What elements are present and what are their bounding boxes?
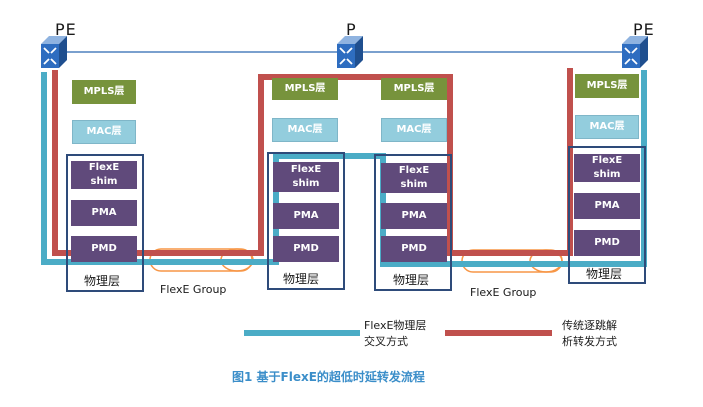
pma-p-left: PMA (273, 203, 339, 229)
pmd-pe-left: PMD (71, 236, 137, 262)
flexe-shim-p-right: FlexE shim (381, 163, 447, 193)
mac-layer-p-left: MAC层 (272, 118, 338, 142)
router-icon (337, 36, 363, 68)
node-label-pe-left: PE (55, 20, 77, 39)
physical-layer-label-p-right: 物理层 (393, 273, 430, 287)
mpls-layer-p-left: MPLS层 (272, 78, 338, 100)
physical-layer-label-pe-left: 物理层 (84, 274, 121, 288)
flexe-shim-label-line1: FlexE (591, 155, 623, 166)
legend-flexe-line1: FlexE物理层 (364, 319, 427, 332)
pma-p-right: PMA (381, 203, 447, 229)
flexe-group-label-right: FlexE Group (470, 286, 537, 299)
physical-layer-frame-pe-right (568, 146, 646, 284)
physical-layer-frame-p-left (267, 152, 345, 290)
pmd-p-right: PMD (381, 236, 447, 262)
pma-pe-right: PMA (574, 193, 640, 219)
node-label-pe-right: PE (633, 20, 655, 39)
flexe-shim-pe-left: FlexE shim (71, 161, 137, 189)
legend-traditional-line1: 传统逐跳解 (562, 319, 617, 332)
mpls-layer-pe-right: MPLS层 (575, 74, 639, 98)
mpls-layer-pe-left: MPLS层 (72, 80, 136, 104)
pmd-p-left: PMD (273, 236, 339, 262)
physical-layer-label-pe-right: 物理层 (586, 267, 623, 281)
mac-layer-pe-left: MAC层 (72, 120, 136, 144)
flexe-shim-label-line1: FlexE (398, 165, 430, 176)
mac-layer-p-right: MAC层 (381, 118, 447, 142)
mpls-layer-p-right: MPLS层 (381, 78, 447, 100)
flexe-shim-label-line1: FlexE (290, 164, 322, 175)
legend-traditional-line2: 析转发方式 (562, 335, 617, 348)
router-icon (41, 36, 67, 68)
mac-layer-pe-right: MAC层 (575, 115, 639, 139)
flexe-group-label-left: FlexE Group (160, 283, 227, 296)
pmd-pe-right: PMD (574, 230, 640, 256)
flexe-cross-path (41, 70, 647, 267)
pma-pe-left: PMA (71, 200, 137, 226)
flexe-shim-label-line2: shim (400, 179, 428, 190)
flexe-shim-label-line2: shim (292, 178, 320, 189)
node-label-p: P (346, 20, 357, 39)
flexe-shim-label-line2: shim (90, 176, 118, 187)
flexe-shim-label-line1: FlexE (88, 162, 120, 173)
legend-flexe-line2: 交叉方式 (364, 335, 408, 348)
flexe-shim-p-left: FlexE shim (273, 162, 339, 192)
legend-flexe-label: FlexE物理层 交叉方式 (364, 318, 426, 350)
physical-layer-label-p-left: 物理层 (283, 272, 320, 286)
flexe-shim-pe-right: FlexE shim (574, 154, 640, 182)
physical-layer-frame-pe-left (66, 154, 144, 292)
figure-caption: 图1 基于FlexE的超低时延转发流程 (232, 370, 425, 384)
flexe-shim-label-line2: shim (593, 169, 621, 180)
router-icon (622, 36, 648, 68)
physical-layer-frame-p-right (374, 154, 452, 291)
legend-traditional-label: 传统逐跳解 析转发方式 (562, 318, 617, 350)
